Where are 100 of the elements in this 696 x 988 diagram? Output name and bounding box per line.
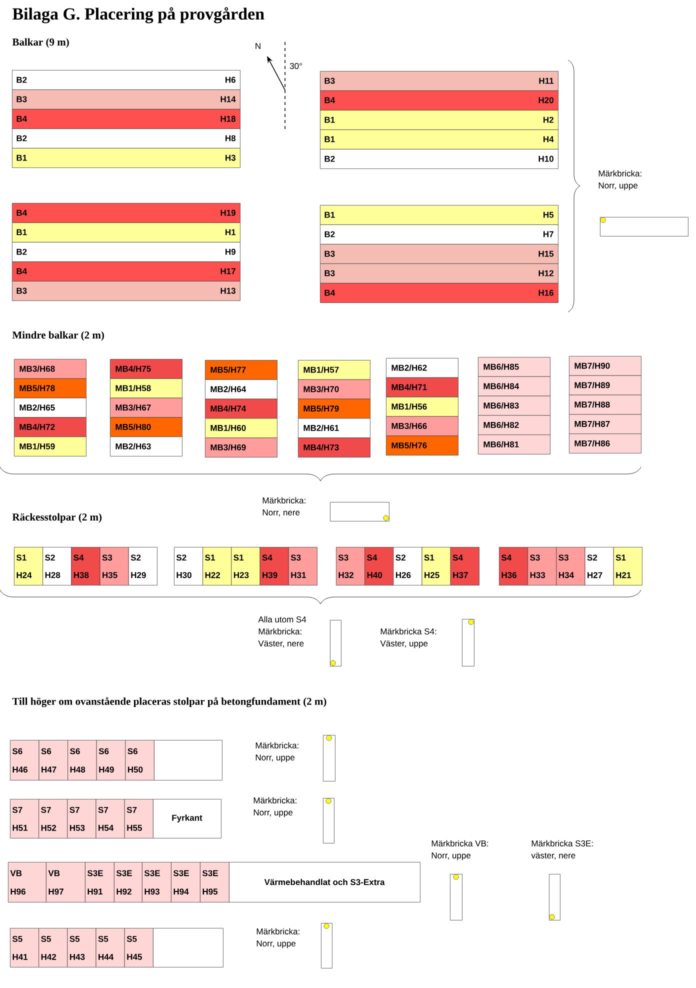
beam-row: B1 H5 xyxy=(320,205,558,225)
beam-cell: MB7/H89 xyxy=(569,375,642,396)
beam-cell: MB5/H80 xyxy=(110,417,182,437)
post-cell: S3 H33 xyxy=(528,547,557,586)
beam-cell: MB3/H70 xyxy=(298,379,370,400)
post-cell: S1 H23 xyxy=(231,547,260,586)
post-cell: S7 H52 xyxy=(38,799,68,838)
beam-cell: MB7/H90 xyxy=(569,356,642,376)
beam-cell: MB1/H60 xyxy=(205,418,278,438)
beam-row: B2 H10 xyxy=(320,149,558,169)
section-heading: Balkar (9 m) xyxy=(12,38,69,48)
beam-row: B4 H19 xyxy=(12,203,240,223)
post-cell: S5 H44 xyxy=(96,928,125,968)
beam-row: B1 H4 xyxy=(320,130,558,150)
beam-cell: MB2/H64 xyxy=(205,379,278,400)
beam-row: B2 H6 xyxy=(12,70,240,90)
beam-cell: MB7/H87 xyxy=(569,414,642,434)
post-cell: S2 H27 xyxy=(584,547,614,586)
beam-cell: MB1/H59 xyxy=(14,436,86,456)
post-cell: S1 H24 xyxy=(14,547,43,586)
post-cell: S3E H91 xyxy=(85,862,114,902)
tag-note: Märkbricka: Norr, uppe xyxy=(256,742,298,762)
post-cell: S5 H41 xyxy=(10,928,39,968)
tag-note: Märkbricka: Norr, uppe xyxy=(254,797,296,818)
post-cell: S3E H93 xyxy=(142,862,172,902)
tag-note: Märkbricka: Norr, uppe xyxy=(256,928,300,948)
beam-row: B1 H3 xyxy=(12,148,240,168)
post-cell: S6 H48 xyxy=(68,740,97,780)
post-cell: S6 H50 xyxy=(125,740,154,780)
post-cell: S7 H55 xyxy=(124,799,154,838)
material-cell xyxy=(154,740,222,780)
beam-cell: MB5/H77 xyxy=(205,360,278,380)
post-cell: S7 H51 xyxy=(10,799,39,838)
post-cell: S1 H22 xyxy=(202,547,232,586)
beam-row: B1 H1 xyxy=(12,222,240,242)
post-cell: VB H96 xyxy=(8,862,46,902)
beam-cell: MB4/H72 xyxy=(14,417,86,437)
post-cell: S7 H54 xyxy=(96,799,125,838)
beam-cell: MB5/H78 xyxy=(14,378,86,398)
post-cell: S6 H49 xyxy=(96,740,126,780)
beam-cell: MB4/H73 xyxy=(298,438,370,458)
post-cell: S5 H45 xyxy=(124,928,154,968)
beam-cell: MB4/H75 xyxy=(110,359,182,379)
tag-note: Märkbricka S4: Väster, uppe xyxy=(380,628,436,648)
tag-note: Märkbricka S3E: väster, nere xyxy=(531,840,593,860)
beam-row: B2 H7 xyxy=(320,224,558,244)
beam-cell: MB7/H86 xyxy=(569,434,642,454)
beam-cell: MB6/H85 xyxy=(478,357,550,377)
post-cell: S3 H31 xyxy=(288,547,318,586)
post-cell: S2 H30 xyxy=(174,547,203,586)
title: Bilaga G. Placering på provgården xyxy=(12,7,264,24)
beam-row: B2 H9 xyxy=(12,242,240,262)
post-cell: S4 H38 xyxy=(71,547,100,586)
beam-row: B4 H18 xyxy=(12,109,240,129)
angle-label: 30° xyxy=(290,63,302,70)
post-cell: S1 H25 xyxy=(422,547,451,586)
post-cell: S5 H43 xyxy=(67,928,96,968)
tag-note: Märkbricka VB: Norr, uppe xyxy=(432,840,488,860)
post-cell: S3 H34 xyxy=(556,547,586,586)
beam-cell: MB1/H57 xyxy=(298,360,370,380)
beam-row: B3 H11 xyxy=(320,71,558,91)
post-cell: S2 H26 xyxy=(393,547,422,586)
beam-row: B3 H15 xyxy=(320,244,558,264)
beam-cell: MB2/H62 xyxy=(386,358,458,378)
beam-row: B1 H2 xyxy=(320,110,558,130)
post-cell: S2 H29 xyxy=(128,547,158,586)
beam-row: B3 H12 xyxy=(320,264,558,284)
section-heading: Till höger om ovanstående placeras stolpar på betongfundament (2 m) xyxy=(12,697,326,708)
beam-cell: MB5/H79 xyxy=(298,398,370,419)
beam-cell: MB1/H58 xyxy=(110,378,182,398)
tag-note: Märkbricka: Norr, uppe xyxy=(598,170,642,190)
post-cell: S6 H47 xyxy=(38,740,68,780)
post-cell: S5 H42 xyxy=(38,928,68,968)
post-cell: S4 H37 xyxy=(450,547,480,586)
section-heading: Mindre balkar (2 m) xyxy=(12,331,104,341)
beam-cell: MB1/H56 xyxy=(386,396,458,417)
material-cell: Fyrkant xyxy=(153,799,222,838)
beam-cell: MB5/H76 xyxy=(386,436,458,456)
beam-cell: MB2/H65 xyxy=(14,398,86,418)
beam-row: B3 H13 xyxy=(12,281,240,301)
post-cell: S3 H32 xyxy=(336,547,365,586)
post-cell: VB H97 xyxy=(46,862,86,902)
beam-row: B4 H20 xyxy=(320,90,558,110)
beam-row: B4 H17 xyxy=(12,262,240,282)
beam-cell: MB2/H63 xyxy=(110,436,182,456)
beam-cell: MB6/H82 xyxy=(478,415,550,435)
post-cell: S3E H94 xyxy=(171,862,200,902)
tag-note: Alla utom S4 Märkbricka: Väster, nere xyxy=(258,616,306,648)
beam-row: B3 H14 xyxy=(12,90,240,110)
tag-note: Märkbricka: Norr, nere xyxy=(262,497,306,516)
post-cell: S2 H28 xyxy=(42,547,72,586)
post-cell: S3E H92 xyxy=(114,862,142,902)
post-cell: S4 H36 xyxy=(499,547,528,586)
beam-cell: MB3/H67 xyxy=(110,398,182,418)
beam-row: B2 H8 xyxy=(12,128,240,148)
post-cell: S3 H35 xyxy=(100,547,129,586)
material-cell: Värmebehandlat och S3-Extra xyxy=(229,862,420,902)
post-cell: S1 H21 xyxy=(613,547,642,586)
post-cell: S7 H53 xyxy=(67,799,96,838)
beam-cell: MB4/H74 xyxy=(205,398,278,419)
